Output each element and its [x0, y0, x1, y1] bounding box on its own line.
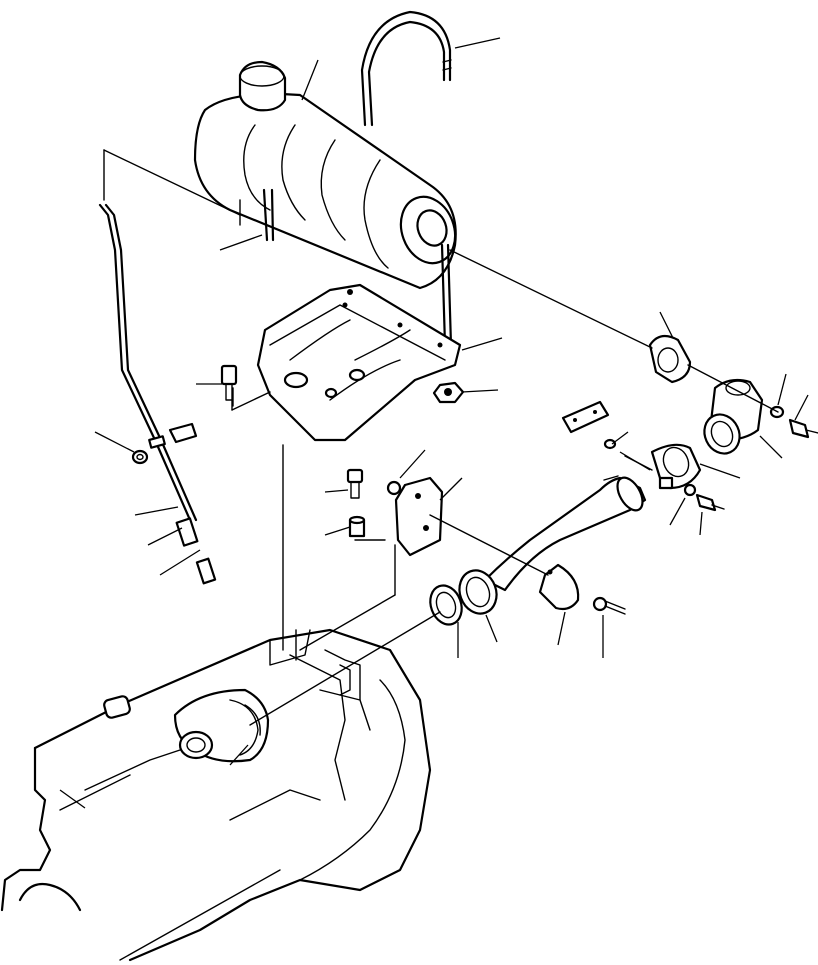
exhaust-pipe [483, 475, 647, 592]
engine-block [0, 628, 432, 962]
fastener-bolt [220, 364, 238, 407]
pipe-strap [538, 563, 580, 611]
muffler-gasket [648, 334, 692, 384]
bracket-spacer [348, 515, 366, 538]
rod-washer [131, 449, 149, 465]
fastener-nut [432, 381, 465, 404]
callout-leaders [59, 37, 809, 809]
muffler [193, 60, 457, 290]
assembly-guide-lines [231, 249, 779, 726]
small-washer [603, 438, 617, 450]
seal-ring [429, 584, 463, 626]
bracket-bolt [346, 468, 364, 499]
clamp-bolt [683, 483, 725, 512]
rod-spacer [175, 517, 217, 585]
support-bracket [386, 476, 444, 557]
strap-bolt [592, 596, 626, 615]
pipe-clamp [650, 443, 702, 490]
rod-bolt [148, 422, 198, 449]
u-bolt [360, 10, 452, 127]
muffler-bracket [256, 283, 462, 442]
support-rod [98, 149, 241, 522]
elbow-bolt [769, 405, 818, 439]
spacer-plate [561, 400, 610, 434]
bellows-joint [458, 569, 498, 615]
turbocharger [173, 688, 270, 763]
muffler-stud [262, 188, 453, 347]
exhaust-elbow [703, 378, 764, 455]
